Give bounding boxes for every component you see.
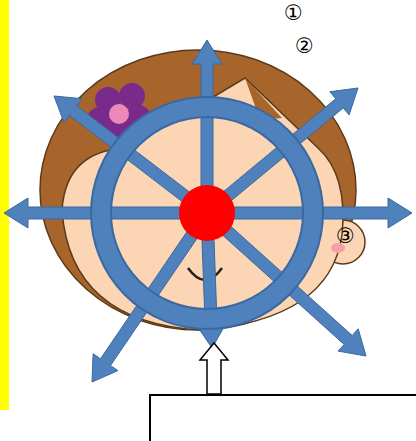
wheel-arrows bbox=[4, 40, 412, 382]
wheel-rim bbox=[101, 107, 313, 319]
yellow-bar bbox=[0, 0, 9, 410]
callout-number: ① bbox=[284, 3, 303, 24]
up-arrow bbox=[200, 343, 228, 394]
hub-dot bbox=[179, 185, 235, 241]
callout-number: ② bbox=[295, 36, 314, 57]
hair bbox=[40, 50, 356, 330]
wheel-rim-edge bbox=[101, 107, 313, 319]
empty-box bbox=[150, 395, 416, 441]
callout-number: ③ bbox=[336, 226, 355, 247]
